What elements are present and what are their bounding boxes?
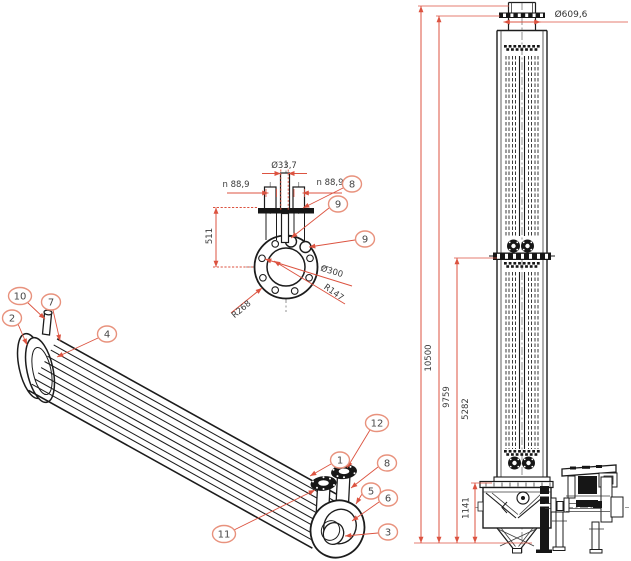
callout-4: 4	[56, 325, 118, 358]
svg-text:9: 9	[335, 200, 341, 211]
base-box	[482, 486, 552, 529]
callouts: 8 9 9 10 7 2 4	[1, 175, 399, 544]
dim-mid-section-label: 5282	[461, 398, 471, 420]
tube-bundle	[28, 338, 342, 549]
svg-text:5: 5	[368, 487, 374, 498]
vent-stub	[41, 312, 53, 336]
svg-text:12: 12	[371, 419, 384, 430]
top-flange	[499, 12, 545, 18]
callout-11: 11	[211, 489, 316, 544]
drive-leg-right	[591, 521, 600, 551]
elevation-view: Ø609,6 10500 9759 5282 1141	[414, 1, 629, 554]
callout-9-section-a: 9	[290, 195, 349, 239]
svg-text:10: 10	[14, 292, 27, 303]
callout-12: 12	[346, 413, 390, 469]
svg-text:7: 7	[48, 298, 54, 309]
hopper	[496, 527, 538, 554]
dim-radius-inner-label: R147	[321, 282, 345, 303]
svg-text:11: 11	[218, 530, 231, 541]
ring-flange	[309, 499, 366, 559]
dim-nozzle-right-label: n 88,9	[316, 178, 343, 188]
callout-1: 1	[309, 451, 351, 477]
svg-text:9: 9	[362, 235, 368, 246]
dim-total-height-label: 10500	[424, 344, 434, 371]
iso-view	[16, 309, 366, 559]
dim-base-height-label: 1141	[462, 497, 472, 519]
dim-pipe-top-label: Ø33,7	[271, 160, 297, 171]
svg-text:3: 3	[385, 528, 391, 539]
flange-bore-circle	[266, 247, 306, 287]
callout-10: 10	[7, 286, 46, 320]
support-column	[540, 486, 549, 550]
callout-8-iso: 8	[350, 454, 398, 489]
svg-text:8: 8	[384, 459, 390, 470]
callout-2: 2	[1, 309, 28, 346]
inspection-port	[516, 491, 530, 505]
column-tubes-upper	[505, 56, 539, 236]
drive-leg-left	[555, 511, 564, 549]
nozzle-flange-left	[310, 476, 337, 491]
svg-text:2: 2	[9, 314, 15, 325]
callout-3: 3	[344, 523, 399, 541]
dim-upper-section-label: 9759	[442, 386, 452, 408]
column-tubes-lower	[505, 272, 539, 449]
section-arrow	[501, 501, 508, 514]
callout-6: 6	[351, 489, 399, 522]
dim-radius-outer-label: R268	[230, 299, 253, 321]
dim-nozzle-left-label: n 88,9	[222, 180, 249, 190]
section-view: Ø33,7 n 88,9 n 88,9 511 Ø300 R147 R268	[205, 160, 353, 321]
callout-8-section: 8	[302, 175, 363, 209]
dim-column-diameter-label: Ø609,6	[555, 9, 588, 20]
motor-block	[578, 476, 597, 494]
center-tube-slot	[280, 212, 290, 244]
dim-height-label: 511	[205, 228, 215, 244]
drive-unit	[545, 464, 624, 554]
svg-text:8: 8	[349, 180, 355, 191]
flange-plate	[258, 208, 314, 214]
callout-5: 5	[355, 482, 382, 505]
svg-text:4: 4	[104, 330, 110, 341]
side-bracket	[610, 496, 624, 518]
svg-text:6: 6	[385, 494, 391, 505]
svg-text:1: 1	[337, 456, 343, 467]
callout-7: 7	[40, 293, 62, 342]
callout-9-section-b: 9	[308, 230, 376, 249]
